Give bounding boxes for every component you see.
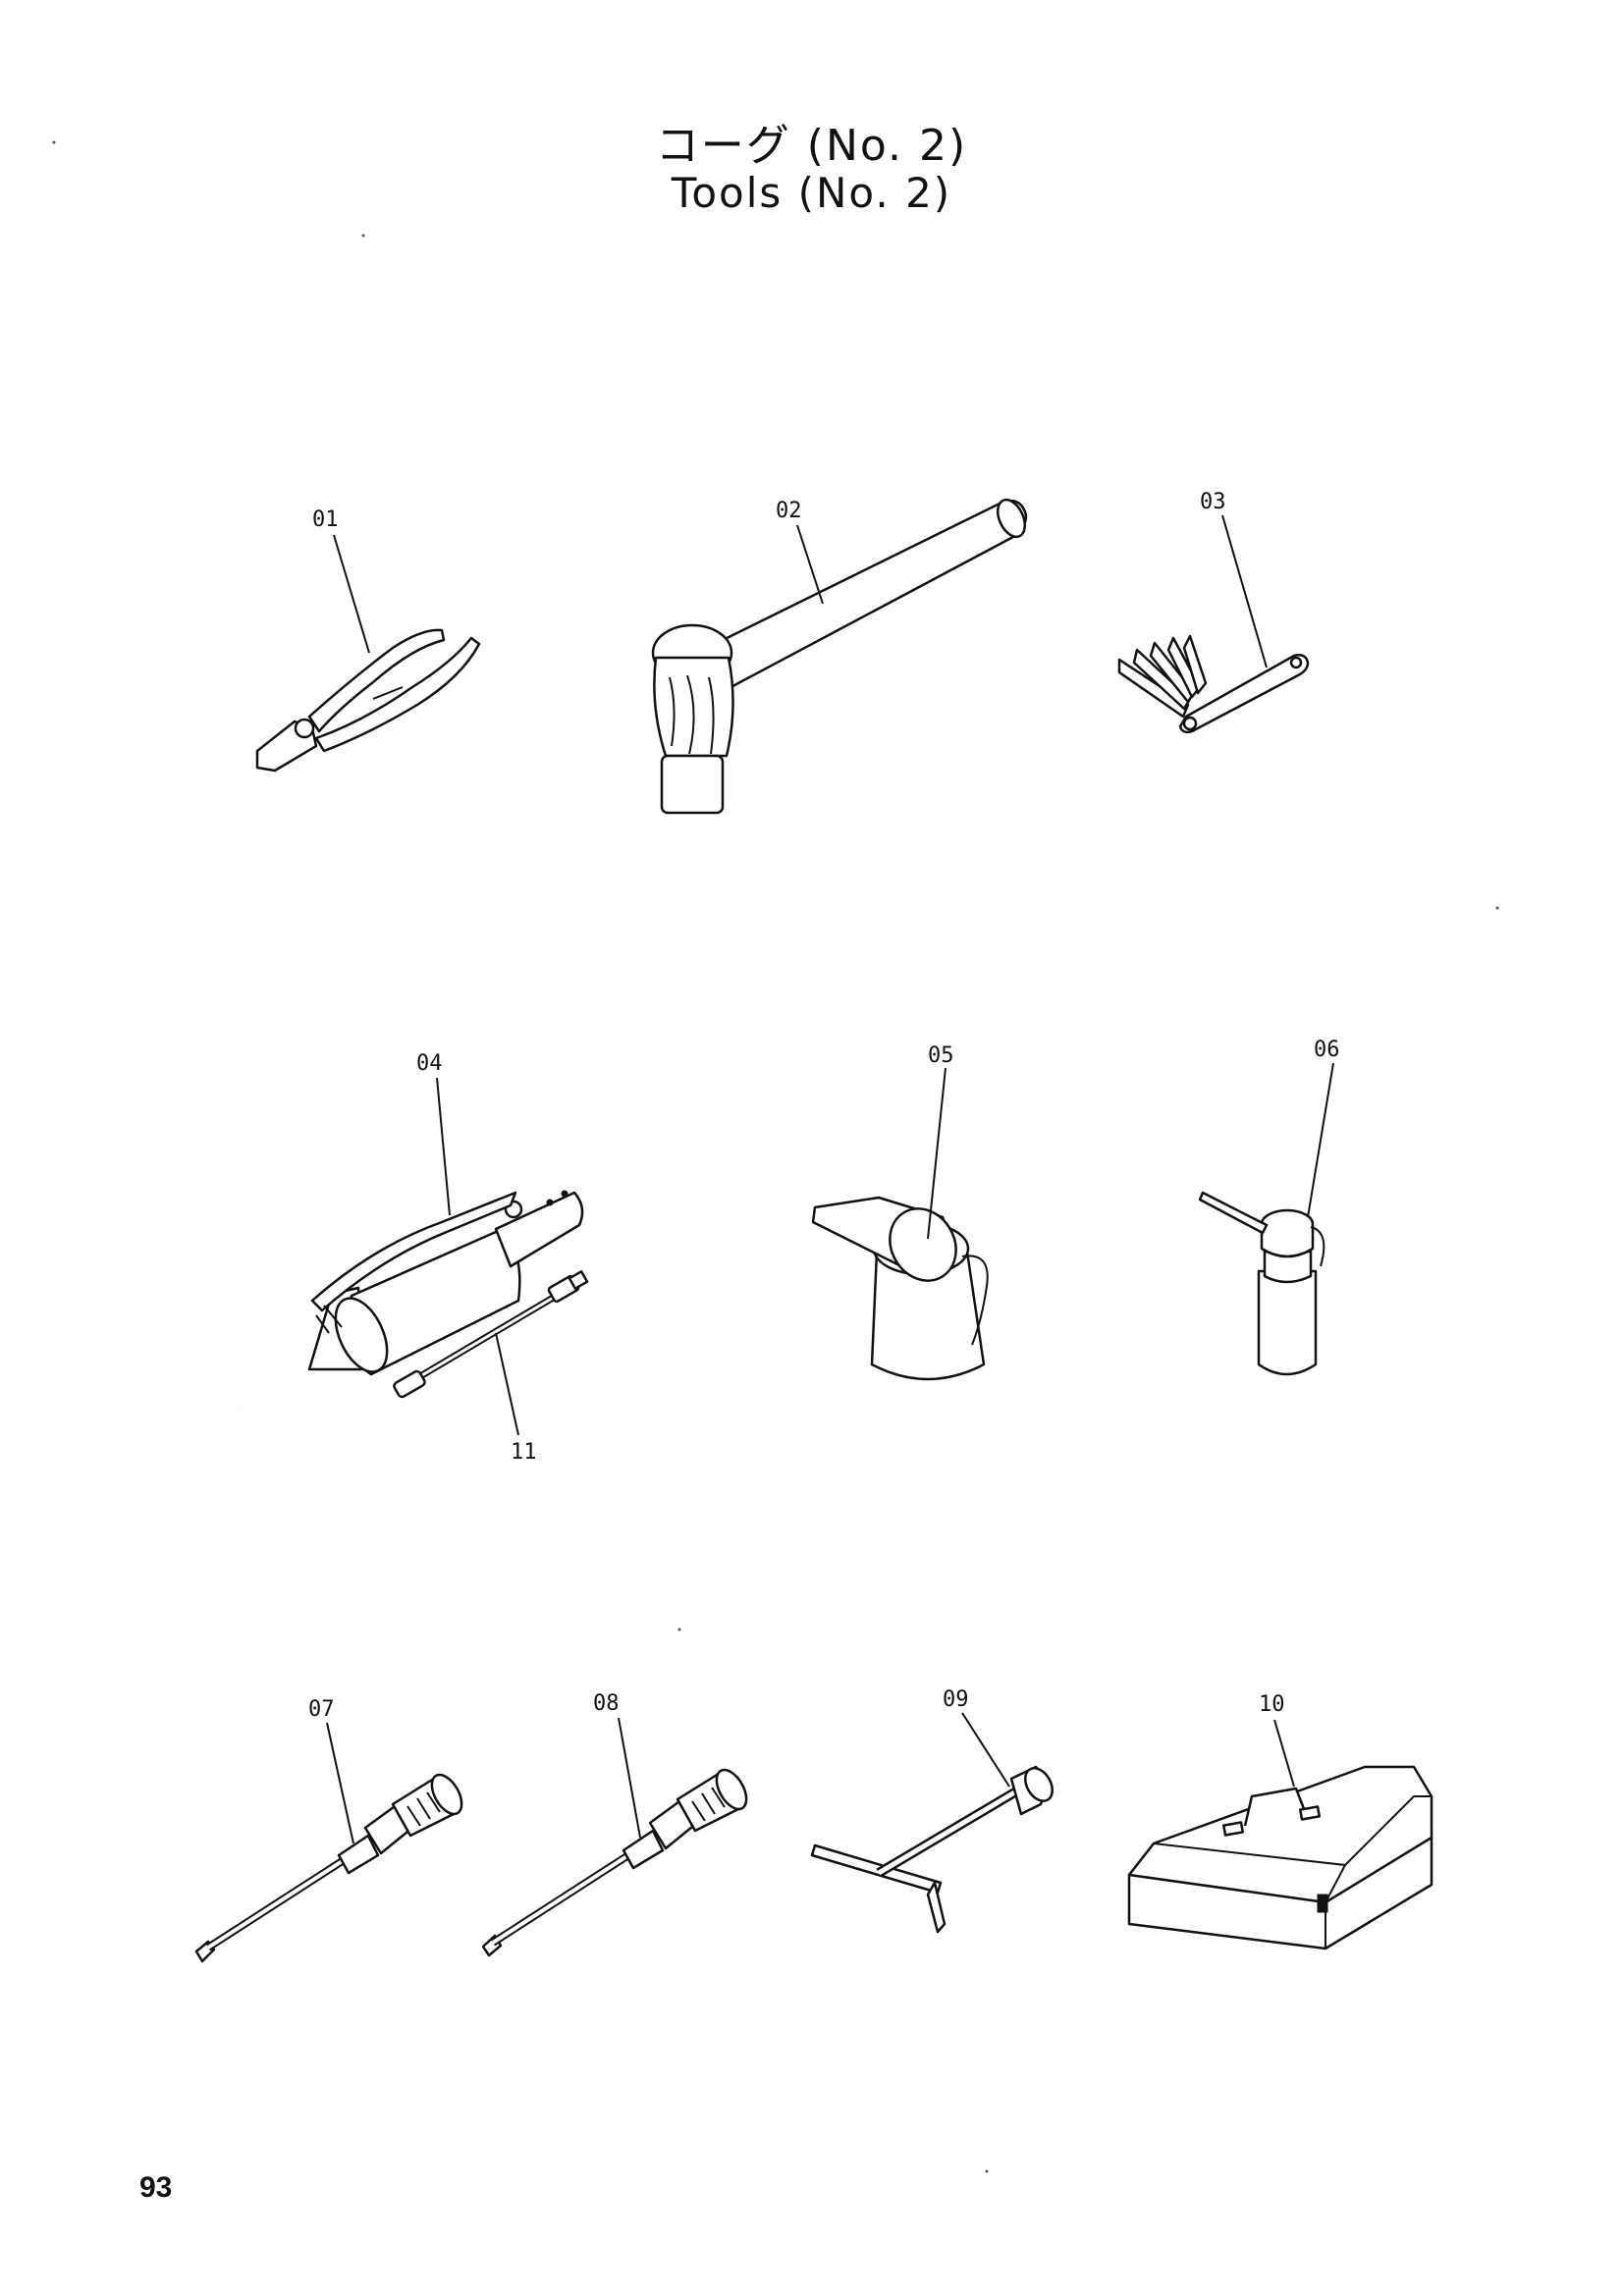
oiler-can-icon [1198,1191,1325,1376]
page-number: 93 [139,2171,173,2204]
leader-line-02 [796,524,824,605]
part-label-09: 09 [943,1687,969,1712]
part-label-08: 08 [593,1691,620,1716]
leader-line-04 [436,1077,451,1216]
leader-line-03 [1221,514,1268,668]
grease-nozzle-hose-icon [393,1270,589,1399]
part-label-06: 06 [1314,1038,1340,1062]
part-label-01: 01 [312,507,339,532]
leader-line-07 [326,1722,354,1844]
leader-line-09 [961,1712,1010,1788]
page-title-english: Tools (No. 2) [671,169,952,217]
ball-peen-hammer-icon [651,498,1028,815]
part-label-02: 02 [776,499,802,523]
pliers-icon [255,628,481,773]
leader-line-06 [1307,1062,1334,1218]
leader-line-11 [495,1332,519,1436]
t-socket-wrench-icon [810,1765,1054,1934]
grease-gun-icon [239,1190,584,1415]
leader-line-05 [927,1067,947,1240]
phillips-screwdriver-icon [481,1768,748,1957]
leader-line-10 [1273,1719,1295,1788]
part-label-04: 04 [416,1051,443,1076]
part-label-05: 05 [928,1043,954,1068]
part-label-07: 07 [308,1697,335,1722]
page-title-japanese: コーグ (No. 2) [655,121,968,171]
part-label-03: 03 [1200,490,1226,514]
tool-box-icon [1127,1765,1434,1950]
leader-line-01 [333,534,370,654]
flat-screwdriver-icon [194,1773,463,1963]
part-label-11: 11 [511,1440,537,1465]
oil-jug-icon [811,1196,989,1381]
feeler-gauge-icon [1117,634,1310,734]
leader-line-08 [618,1717,641,1839]
part-label-10: 10 [1259,1692,1285,1717]
